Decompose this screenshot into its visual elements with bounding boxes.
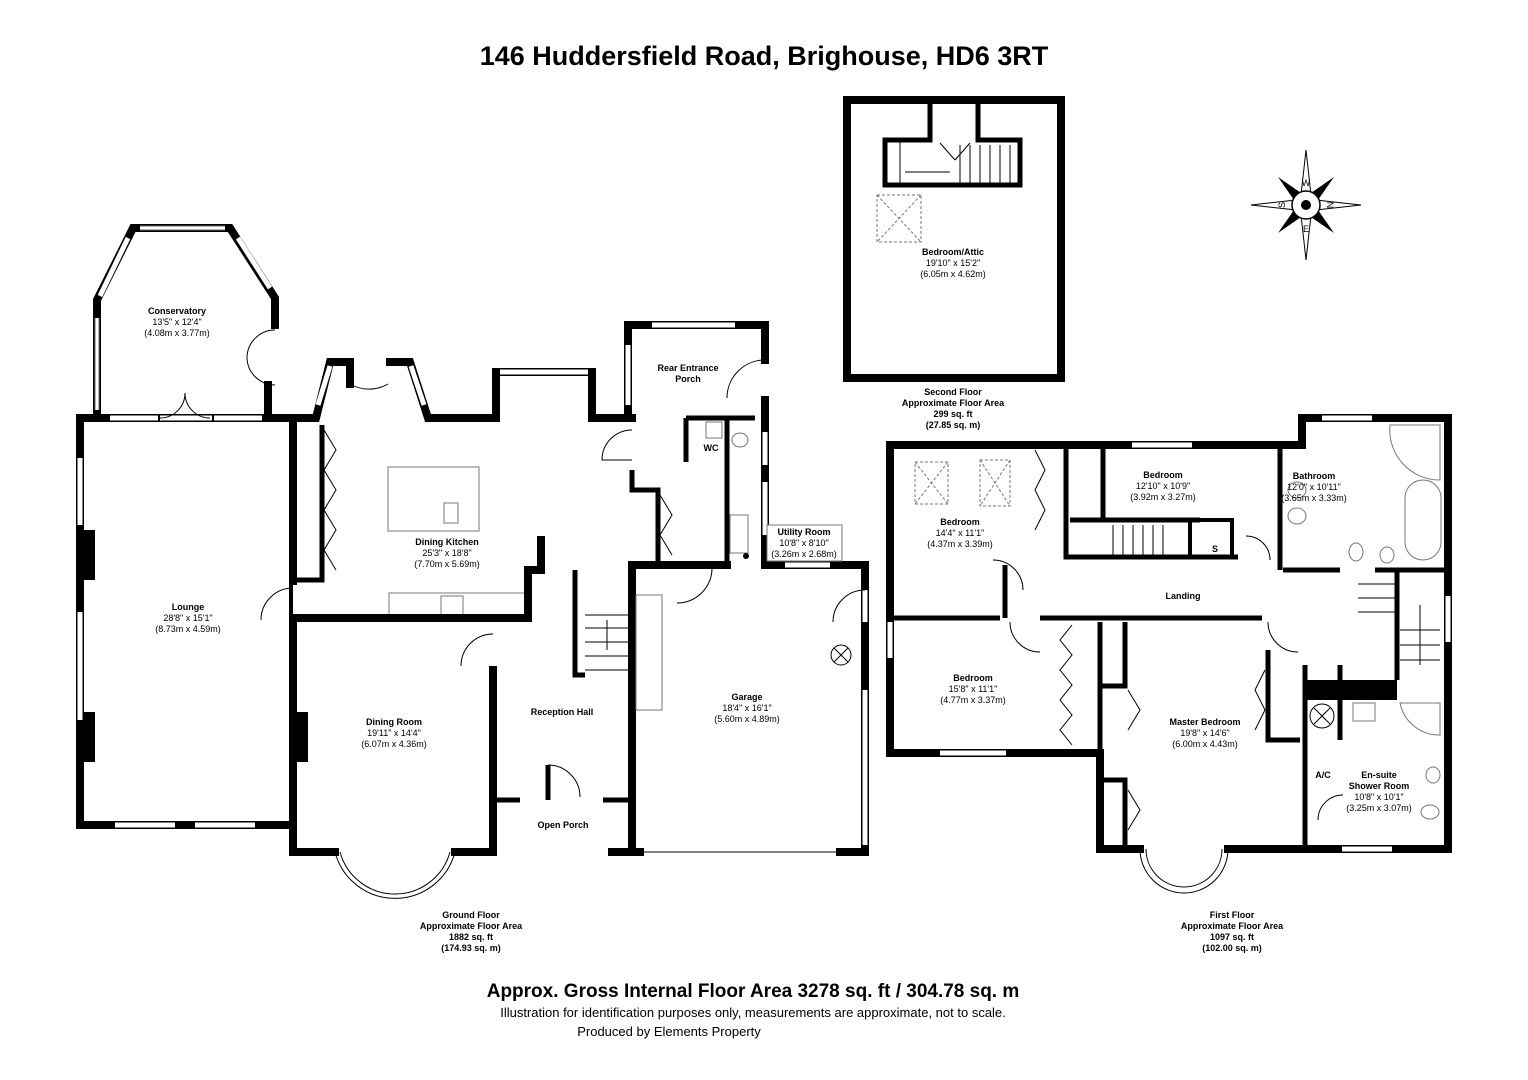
svg-text:(6.05m x 4.62m): (6.05m x 4.62m): [920, 269, 986, 279]
room-label-bedroom-1: Bedroom 14'4" x 11'1" (4.37m x 3.39m): [927, 517, 993, 549]
skylight-icon: [914, 459, 1011, 507]
room-label-dining-room: Dining Room 19'11" x 14'4" (6.07m x 4.36…: [361, 717, 427, 749]
producer-credit: Produced by Elements Property: [577, 1024, 761, 1039]
room-label-bedroom-3: Bedroom 15'8" x 11'1" (4.77m x 3.37m): [940, 673, 1006, 705]
room-label-master-bedroom: Master Bedroom 19'8" x 14'6" (6.00m x 4.…: [1169, 717, 1240, 749]
room-label-bedroom-attic: Bedroom/Attic 19'10" x 15'2" (6.05m x 4.…: [920, 247, 986, 279]
svg-text:14'4" x 11'1": 14'4" x 11'1": [936, 528, 985, 538]
svg-text:(4.77m x 3.37m): (4.77m x 3.37m): [940, 695, 1006, 705]
room-label-ensuite: En-suite Shower Room 10'8" x 10'1" (3.25…: [1346, 770, 1412, 813]
svg-text:299 sq. ft: 299 sq. ft: [933, 409, 972, 419]
rear-porch-walls: [601, 321, 769, 569]
svg-text:Utility Room: Utility Room: [778, 527, 831, 537]
svg-text:19'8" x 14'6": 19'8" x 14'6": [1180, 728, 1229, 738]
second-floor-area: Second Floor Approximate Floor Area 299 …: [902, 387, 1005, 430]
skylight-icon: [876, 194, 922, 243]
svg-text:Bedroom: Bedroom: [1143, 470, 1183, 480]
svg-text:Approximate Floor Area: Approximate Floor Area: [420, 921, 523, 931]
svg-text:Dining Kitchen: Dining Kitchen: [415, 537, 479, 547]
bathroom-fixtures: [1287, 424, 1442, 820]
compass-icon: W N E S: [1250, 149, 1362, 261]
svg-text:First Floor: First Floor: [1210, 910, 1255, 920]
svg-text:1097 sq. ft: 1097 sq. ft: [1210, 932, 1254, 942]
svg-text:Rear Entrance: Rear Entrance: [657, 363, 718, 373]
dining-kitchen-walls: [289, 358, 636, 622]
svg-text:Approximate Floor Area: Approximate Floor Area: [902, 398, 1005, 408]
stairs: [585, 620, 632, 671]
svg-text:Master Bedroom: Master Bedroom: [1169, 717, 1240, 727]
svg-text:(4.08m x 3.77m): (4.08m x 3.77m): [144, 328, 210, 338]
svg-text:S: S: [1277, 202, 1287, 208]
ground-floor-plan: [76, 224, 869, 899]
svg-text:12'0" x 10'11": 12'0" x 10'11": [1287, 482, 1341, 492]
svg-text:Shower Room: Shower Room: [1349, 781, 1410, 791]
room-label-reception-hall: Reception Hall: [531, 707, 594, 717]
svg-text:1882 sq. ft: 1882 sq. ft: [449, 932, 493, 942]
svg-text:Bedroom: Bedroom: [940, 517, 980, 527]
room-label-wc: WC: [704, 443, 719, 453]
svg-text:Ground Floor: Ground Floor: [442, 910, 500, 920]
svg-text:(5.60m x 4.89m): (5.60m x 4.89m): [714, 714, 780, 724]
first-floor-area: First Floor Approximate Floor Area 1097 …: [1181, 910, 1284, 953]
svg-text:25'3" x 18'8": 25'3" x 18'8": [422, 548, 471, 558]
svg-text:19'10" x 15'2": 19'10" x 15'2": [926, 258, 980, 268]
ground-floor-area: Ground Floor Approximate Floor Area 1882…: [420, 910, 523, 953]
svg-text:(6.00m x 4.43m): (6.00m x 4.43m): [1172, 739, 1238, 749]
svg-text:Bedroom: Bedroom: [953, 673, 993, 683]
svg-text:(3.92m x 3.27m): (3.92m x 3.27m): [1130, 492, 1196, 502]
disclaimer: Illustration for identification purposes…: [500, 1005, 1006, 1020]
svg-text:Porch: Porch: [675, 374, 701, 384]
svg-text:N: N: [1325, 202, 1335, 209]
svg-text:E: E: [1303, 224, 1309, 234]
svg-text:W: W: [1302, 178, 1311, 188]
room-label-open-porch: Open Porch: [537, 820, 588, 830]
svg-text:En-suite: En-suite: [1361, 770, 1397, 780]
gross-floor-area: Approx. Gross Internal Floor Area 3278 s…: [487, 981, 1020, 1002]
svg-text:Bedroom/Attic: Bedroom/Attic: [922, 247, 984, 257]
room-label-bedroom-2: Bedroom 12'10" x 10'9" (3.92m x 3.27m): [1130, 470, 1196, 502]
svg-text:Second Floor: Second Floor: [924, 387, 982, 397]
svg-text:(3.65m x 3.33m): (3.65m x 3.33m): [1281, 493, 1347, 503]
room-label-utility: Utility Room 10'8" x 8'10" (3.26m x 2.68…: [766, 524, 843, 562]
svg-text:(4.37m x 3.39m): (4.37m x 3.39m): [927, 539, 993, 549]
svg-text:(27.85 sq. m): (27.85 sq. m): [926, 420, 981, 430]
room-label-airing-cupboard: A/C: [1315, 770, 1331, 780]
svg-text:15'8" x 11'1": 15'8" x 11'1": [949, 684, 998, 694]
stairs: [905, 145, 1011, 185]
svg-text:Lounge: Lounge: [172, 602, 205, 612]
room-label-bathroom: Bathroom 12'0" x 10'11" (3.65m x 3.33m): [1281, 471, 1347, 503]
svg-text:(3.25m x 3.07m): (3.25m x 3.07m): [1346, 803, 1412, 813]
svg-text:10'8" x 10'1": 10'8" x 10'1": [1354, 792, 1403, 802]
second-floor-plan: [843, 96, 1065, 382]
room-label-dining-kitchen: Dining Kitchen 25'3" x 18'8" (7.70m x 5.…: [414, 537, 480, 569]
room-label-store: S: [1212, 544, 1218, 554]
first-floor-plan: [886, 414, 1452, 894]
svg-text:(8.73m x 4.59m): (8.73m x 4.59m): [155, 624, 221, 634]
svg-text:18'4" x 16'1": 18'4" x 16'1": [722, 703, 771, 713]
room-label-lounge: Lounge 28'8" x 15'1" (8.73m x 4.59m): [155, 602, 221, 634]
garage-walls: [608, 561, 869, 856]
svg-text:(3.26m x 2.68m): (3.26m x 2.68m): [771, 549, 837, 559]
stairs: [1112, 525, 1440, 665]
svg-text:19'11" x 14'4": 19'11" x 14'4": [367, 728, 421, 738]
svg-text:(102.00 sq. m): (102.00 sq. m): [1202, 943, 1262, 953]
svg-text:Conservatory: Conservatory: [148, 306, 206, 316]
room-label-conservatory: Conservatory 13'5" x 12'4" (4.08m x 3.77…: [144, 306, 210, 338]
svg-text:28'8" x 15'1": 28'8" x 15'1": [163, 613, 212, 623]
svg-text:(174.93 sq. m): (174.93 sq. m): [441, 943, 501, 953]
svg-text:13'5" x 12'4": 13'5" x 12'4": [152, 317, 201, 327]
room-label-landing: Landing: [1166, 591, 1201, 601]
dining-room-walls: [289, 570, 635, 899]
svg-text:12'10" x 10'9": 12'10" x 10'9": [1136, 481, 1190, 491]
svg-text:Approximate Floor Area: Approximate Floor Area: [1181, 921, 1284, 931]
svg-text:Garage: Garage: [731, 692, 762, 702]
room-label-rear-porch: Rear Entrance Porch: [657, 363, 718, 384]
svg-text:(7.70m x 5.69m): (7.70m x 5.69m): [414, 559, 480, 569]
svg-text:Bathroom: Bathroom: [1293, 471, 1336, 481]
svg-text:10'8" x 8'10": 10'8" x 8'10": [779, 538, 828, 548]
room-label-garage: Garage 18'4" x 16'1" (5.60m x 4.89m): [714, 692, 780, 724]
svg-text:Dining Room: Dining Room: [366, 717, 422, 727]
svg-text:(6.07m x 4.36m): (6.07m x 4.36m): [361, 739, 427, 749]
page-title: 146 Huddersfield Road, Brighouse, HD6 3R…: [480, 41, 1049, 71]
